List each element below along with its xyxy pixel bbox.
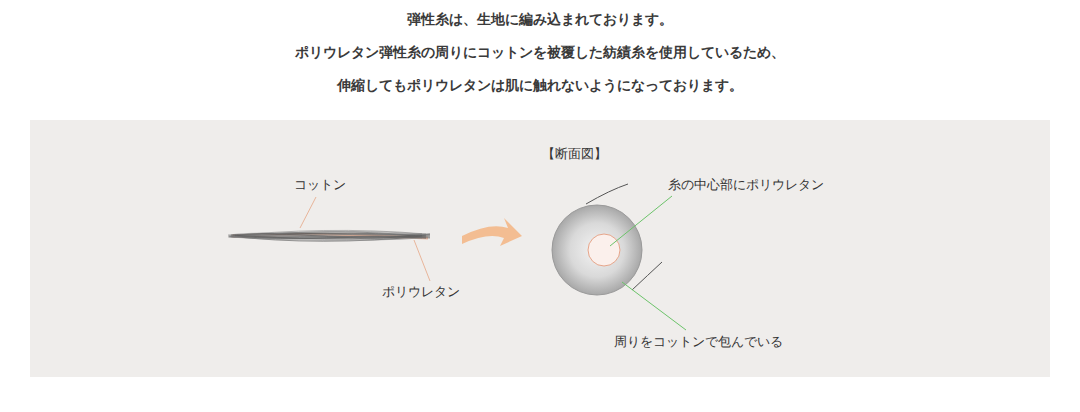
part-label: 周りをコットンで包んでいる: [614, 334, 783, 350]
header-text: 伸縮してもポリウレタンは肌に触れないようになっております。: [0, 77, 1080, 94]
wrap-thread: [586, 184, 628, 204]
section-title: 【断面図】: [542, 146, 607, 162]
leader-line: [414, 240, 430, 281]
part-label: 糸の中心部にポリウレタン: [668, 177, 824, 193]
cotton-fibers: [228, 230, 430, 241]
leader-line: [300, 197, 316, 228]
part-label: ポリウレタン: [382, 284, 460, 300]
wrap-thread: [632, 262, 662, 290]
cross-section-outer: [552, 205, 642, 295]
leader-line: [622, 282, 686, 330]
header-text: 弾性糸は、生地に編み込まれております。: [0, 11, 1080, 28]
leader-line: [610, 196, 672, 246]
curved-arrow: [462, 218, 522, 246]
cross-section-core: [588, 234, 620, 266]
cotton-fiber: [231, 235, 430, 239]
background-panel: [30, 120, 1050, 377]
part-label: コットン: [294, 177, 346, 193]
cotton-fiber: [228, 231, 422, 237]
header-text: ポリウレタン弾性糸の周りにコットンを被覆した紡績糸を使用しているため、: [0, 44, 1080, 61]
